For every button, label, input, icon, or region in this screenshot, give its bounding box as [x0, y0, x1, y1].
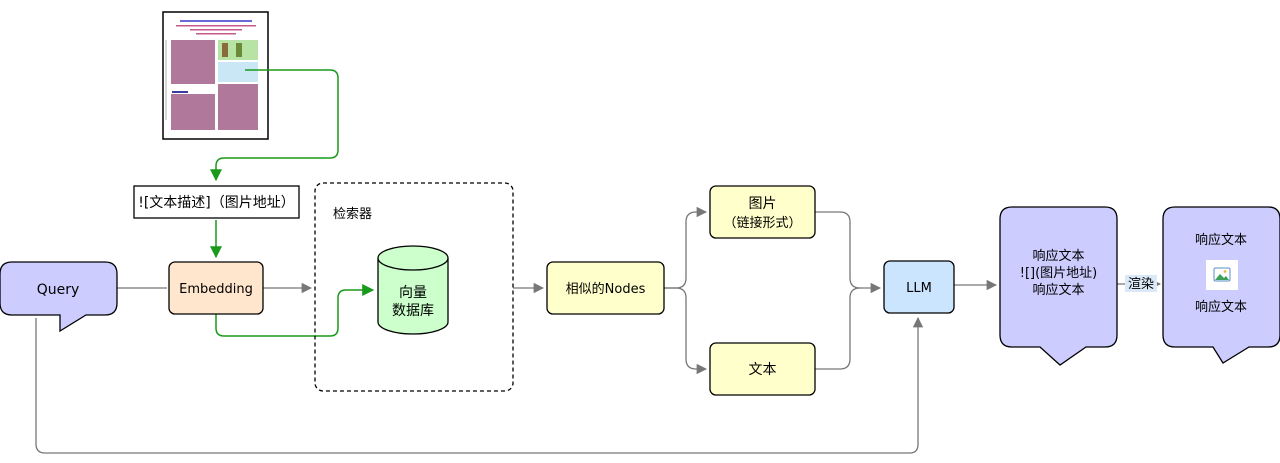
image-label-1: 图片 — [749, 196, 777, 212]
response-raw-line-3: 响应文本 — [1032, 282, 1084, 298]
text-label: 文本 — [749, 362, 777, 378]
render-label: 渲染 — [1128, 277, 1154, 292]
edge-text-to-llm — [815, 287, 861, 370]
edge-embedding-to-db — [215, 284, 375, 337]
response-rendered-line-2: 响应文本 — [1195, 299, 1247, 315]
edge-nodes-to-image — [664, 206, 708, 289]
vector-db-label-1: 向量 — [399, 285, 427, 301]
embedding-label: Embedding — [179, 282, 253, 297]
document-thumbnail — [162, 11, 269, 140]
similar-nodes-node: 相似的Nodes — [546, 261, 665, 315]
caption-node: ![文本描述]（图片地址） — [133, 185, 300, 219]
text-node: 文本 — [709, 342, 816, 396]
similar-nodes-label: 相似的Nodes — [566, 281, 646, 297]
image-placeholder-icon — [1206, 260, 1238, 290]
llm-label: LLM — [906, 281, 932, 296]
query-node: Query — [0, 261, 118, 333]
caption-label: ![文本描述]（图片地址） — [138, 195, 295, 211]
render-edge-label: 渲染 — [1125, 275, 1157, 292]
llm-node: LLM — [883, 260, 955, 314]
edge-image-to-llm — [815, 211, 882, 294]
retriever-container: 检索器 — [314, 182, 514, 392]
response-raw-line-1: 响应文本 — [1032, 248, 1084, 264]
edge-query-to-llm — [35, 316, 924, 454]
vector-db-label-2: 数据库 — [392, 303, 434, 319]
edge-doc-to-caption — [210, 69, 339, 182]
response-raw-node: 响应文本 ![](图片地址) 响应文本 — [999, 206, 1118, 366]
response-rendered-line-1: 响应文本 — [1195, 232, 1247, 248]
query-label: Query — [37, 282, 80, 298]
image-node: 图片 （链接形式） — [709, 185, 816, 239]
vector-db-node: 向量 数据库 — [377, 245, 449, 335]
retriever-label: 检索器 — [333, 207, 372, 222]
image-label-2: （链接形式） — [723, 215, 801, 231]
edge-nodes-to-text — [664, 287, 708, 375]
embedding-node: Embedding — [168, 261, 264, 315]
response-rendered-node: 响应文本 响应文本 — [1162, 206, 1280, 364]
response-raw-line-2: ![](图片地址) — [1020, 266, 1098, 281]
